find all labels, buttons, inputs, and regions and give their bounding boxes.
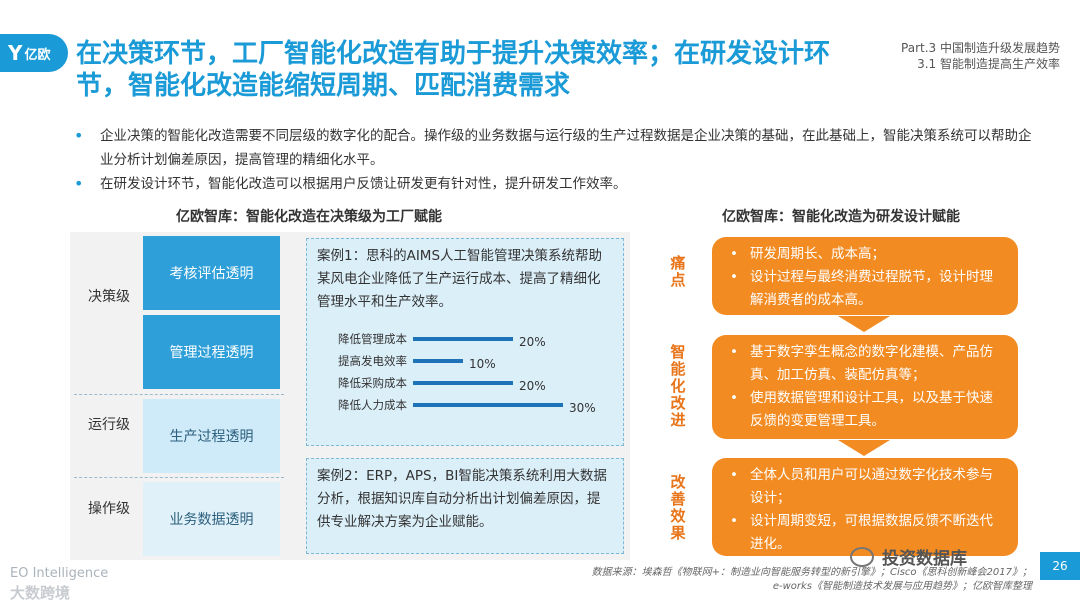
improvement-box: 基于数字孪生概念的数字化建模、产品仿真、加工仿真、装配仿真等； 使用数据管理和设… [712, 335, 1018, 439]
bar-category-label: 降低采购成本 [338, 375, 407, 390]
savings-bar-chart: 降低管理成本 20% 提高发电效率 10% 降低采购成本 20% 降低人力成本 30% [317, 328, 613, 416]
bar [413, 359, 463, 363]
wechat-name: 投资数据库 [882, 549, 967, 569]
bar-row: 提高发电效率 10% [317, 350, 613, 372]
bar-category-label: 降低人力成本 [338, 397, 407, 412]
intro-bullets: 企业决策的智能化改造需要不同层级的数字化的配合。操作级的业务数据与运行级的生产过… [74, 124, 1034, 196]
logo-mark: Y [8, 41, 23, 65]
source-line: e-works《智能制造技术发展与应用趋势》；亿欧智库整理 [772, 581, 1032, 592]
bar-value-label: 20% [519, 335, 546, 349]
bar-value-label: 10% [469, 357, 496, 371]
pain-point-label: 痛点 [670, 254, 686, 289]
bar [413, 337, 513, 341]
source-line: 数据来源：埃森哲《物联网+：制造业向智能服务转型的新引擎》；Cisco《思科创新… [591, 567, 1032, 578]
page-title: 在决策环节，工厂智能化改造有助于提升决策效率；在研发设计环节，智能化改造能缩短周… [76, 39, 831, 101]
pain-point-item: 设计过程与最终消费过程脱节，设计时理解消费者的成本高。 [726, 266, 1004, 312]
section-label: Part.3 中国制造升级发展趋势 3.1 智能制造提高生产效率 [901, 40, 1060, 72]
bar-track: 10% [413, 350, 593, 372]
bar-category-label: 降低管理成本 [338, 331, 407, 346]
business-data-transparency-box: 业务数据透明 [143, 482, 280, 556]
arrow-down-icon [838, 440, 890, 456]
bar-category-label: 提高发电效率 [338, 353, 407, 368]
logo-text: 亿欧 [24, 47, 51, 63]
divider [74, 394, 284, 395]
case1-box: 案例1：思科的AIMS人工智能管理决策系统帮助某风电企业降低了生产运行成本、提高… [306, 238, 624, 446]
bar-value-label: 30% [569, 401, 596, 415]
data-source: 数据来源：埃森哲《物联网+：制造业向智能服务转型的新引擎》；Cisco《思科创新… [592, 566, 1032, 594]
bar-row: 降低管理成本 20% [317, 328, 613, 350]
effect-item: 全体人员和用户可以通过数字化技术参与设计； [726, 464, 1004, 510]
arrow-down-icon [838, 316, 890, 332]
bar [413, 381, 513, 385]
pain-point-item: 研发周期长、成本高； [726, 243, 1004, 266]
management-transparency-box: 管理过程透明 [143, 315, 280, 389]
page-number: 26 [1040, 552, 1080, 580]
bullet-item: 在研发设计环节，智能化改造可以根据用户反馈让研发更有针对性，提升研发工作效率。 [74, 172, 1034, 196]
watermark-brand: 大数跨境 [10, 584, 71, 602]
divider [74, 477, 284, 478]
left-section-title: 亿欧智库：智能化改造在决策级为工厂赋能 [176, 209, 442, 225]
improvement-item: 基于数字孪生概念的数字化建模、产品仿真、加工仿真、装配仿真等； [726, 341, 1004, 387]
bullet-item: 企业决策的智能化改造需要不同层级的数字化的配合。操作级的业务数据与运行级的生产过… [74, 124, 1034, 172]
pain-point-box: 研发周期长、成本高； 设计过程与最终消费过程脱节，设计时理解消费者的成本高。 [712, 237, 1018, 315]
wechat-watermark: 投资数据库 [850, 544, 967, 569]
level-label-operating: 操作级 [88, 501, 130, 517]
bar-row: 降低人力成本 30% [317, 394, 613, 416]
logo: Y 亿欧 [0, 34, 68, 72]
bar-value-label: 20% [519, 379, 546, 393]
bar-row: 降低采购成本 20% [317, 372, 613, 394]
right-section-title: 亿欧智库：智能化改造为研发设计赋能 [722, 209, 960, 225]
bar [413, 403, 563, 407]
wechat-icon [850, 546, 874, 567]
effect-box: 全体人员和用户可以通过数字化技术参与设计； 设计周期变短，可根据数据反馈不断迭代… [712, 458, 1018, 556]
improvement-label: 智能化改进 [670, 343, 686, 429]
effect-label: 改善效果 [670, 473, 686, 542]
part-label: Part.3 中国制造升级发展趋势 [901, 41, 1060, 55]
case1-text: 案例1：思科的AIMS人工智能管理决策系统帮助某风电企业降低了生产运行成本、提高… [317, 248, 603, 310]
bar-track: 20% [413, 372, 593, 394]
improvement-item: 使用数据管理和设计工具，以及基于快速反馈的变更管理工具。 [726, 387, 1004, 433]
bar-track: 20% [413, 328, 593, 350]
level-label-operation: 运行级 [88, 417, 130, 433]
subsection-label: 3.1 智能制造提高生产效率 [917, 57, 1060, 71]
assessment-transparency-box: 考核评估透明 [143, 236, 280, 310]
effect-item: 设计周期变短，可根据数据反馈不断迭代进化。 [726, 510, 1004, 556]
case2-text: 案例2：ERP，APS，BI智能决策系统利用大数据分析，根据知识库自动分析出计划… [317, 468, 607, 530]
bar-track: 30% [413, 394, 596, 416]
level-label-decision: 决策级 [88, 289, 130, 305]
production-transparency-box: 生产过程透明 [143, 399, 280, 473]
watermark-text: EO Intelligence [10, 566, 109, 581]
case2-box: 案例2：ERP，APS，BI智能决策系统利用大数据分析，根据知识库自动分析出计划… [306, 458, 624, 554]
